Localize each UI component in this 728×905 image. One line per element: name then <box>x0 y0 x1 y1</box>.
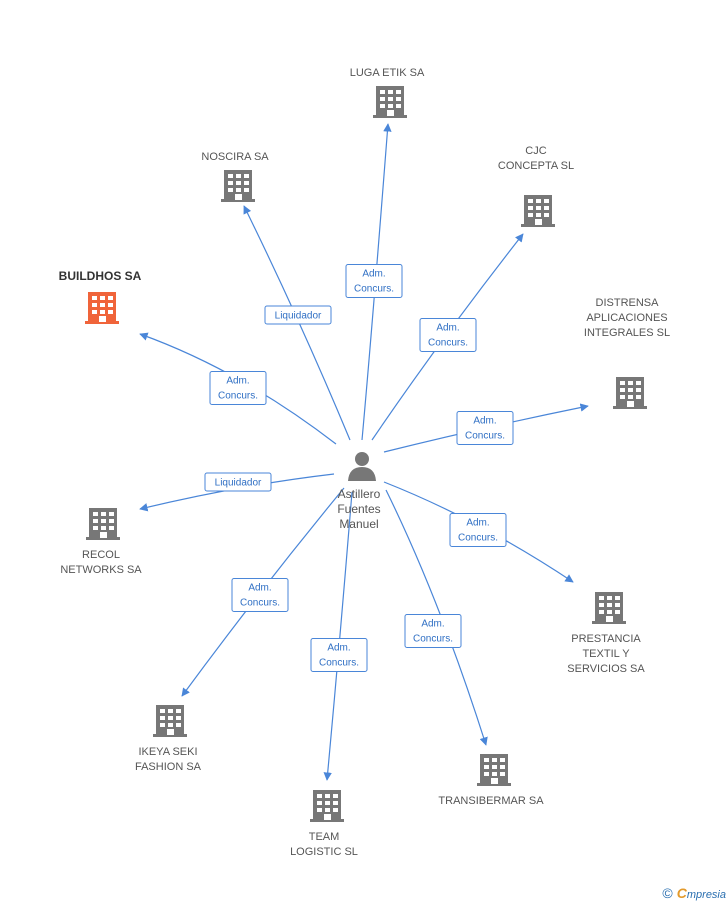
role-badge-prestancia[interactable]: Adm. Concurs. <box>449 513 507 547</box>
role-badge-box <box>345 264 403 298</box>
role-badge-box <box>209 371 267 405</box>
role-badge-text: Concurs. <box>413 634 453 645</box>
role-badge-luga[interactable]: Adm. Concurs. <box>345 264 403 298</box>
edge-transibermar <box>385 489 488 746</box>
role-badge-text: Liquidador <box>275 311 322 322</box>
building-icon <box>477 754 511 786</box>
company-name: RECOL <box>82 549 120 561</box>
company-name: NETWORKS SA <box>60 564 142 576</box>
company-node-ikeya[interactable]: IKEYA SEKI FASHION SA <box>135 705 202 773</box>
company-name: LUGA ETIK SA <box>350 67 425 79</box>
company-name: INTEGRALES SL <box>584 327 670 339</box>
role-badge-text: Concurs. <box>465 431 505 442</box>
company-node-transibermar[interactable]: TRANSIBERMAR SA <box>438 754 544 807</box>
building-icon <box>85 292 119 324</box>
role-badge-text: Concurs. <box>458 533 498 544</box>
building-icon <box>153 705 187 737</box>
company-node-buildhos[interactable]: BUILDHOS SA <box>59 269 142 324</box>
company-node-distrensa[interactable]: DISTRENSA APLICACIONES INTEGRALES SL <box>584 297 670 409</box>
building-icon <box>521 195 555 227</box>
company-name: SERVICIOS SA <box>567 663 645 675</box>
company-name: NOSCIRA SA <box>201 151 269 163</box>
role-badge-noscira[interactable]: Liquidador <box>264 305 332 325</box>
role-badge-box <box>419 318 477 352</box>
brand-initial: C <box>676 885 687 901</box>
company-name: DISTRENSA <box>596 297 660 309</box>
company-name: CJC <box>525 145 546 157</box>
company-name: IKEYA SEKI <box>138 746 197 758</box>
company-node-noscira[interactable]: NOSCIRA SA <box>201 151 269 202</box>
company-name: PRESTANCIA <box>571 633 641 645</box>
company-name: LOGISTIC SL <box>290 846 358 858</box>
person-icon <box>348 452 376 481</box>
company-name: APLICACIONES <box>586 312 667 324</box>
role-badge-text: Adm. <box>421 619 444 630</box>
role-badge-text: Adm. <box>248 583 271 594</box>
role-badge-box <box>231 578 289 612</box>
role-badge-box <box>204 472 272 492</box>
role-badge-recol[interactable]: Liquidador <box>204 472 272 492</box>
role-badge-text: Adm. <box>466 518 489 529</box>
role-badge-transibermar[interactable]: Adm. Concurs. <box>404 614 462 648</box>
role-badge-text: Concurs. <box>240 598 280 609</box>
company-name: BUILDHOS SA <box>59 269 142 283</box>
role-badge-text: Adm. <box>226 376 249 387</box>
edge-luga <box>361 123 392 441</box>
building-icon <box>592 592 626 624</box>
role-badge-text: Adm. <box>362 269 385 280</box>
company-name: CONCEPTA SL <box>498 160 574 172</box>
person-name: Astillero <box>338 487 381 501</box>
role-badge-box <box>404 614 462 648</box>
role-badge-text: Concurs. <box>354 284 394 295</box>
company-name: FASHION SA <box>135 761 202 773</box>
role-badge-text: Adm. <box>327 643 350 654</box>
role-badge-text: Concurs. <box>218 391 258 402</box>
role-badge-box <box>264 305 332 325</box>
role-badge-text: Liquidador <box>215 478 262 489</box>
person-name: Fuentes <box>337 502 380 516</box>
company-node-recol[interactable]: RECOL NETWORKS SA <box>60 508 142 576</box>
building-icon <box>221 170 255 202</box>
company-name: TRANSIBERMAR SA <box>438 795 544 807</box>
company-node-prestancia[interactable]: PRESTANCIA TEXTIL Y SERVICIOS SA <box>567 592 645 675</box>
building-icon <box>613 377 647 409</box>
role-badge-text: Adm. <box>436 323 459 334</box>
company-node-luga[interactable]: LUGA ETIK SA <box>350 67 425 118</box>
role-badge-ikeya[interactable]: Adm. Concurs. <box>231 578 289 612</box>
role-badge-text: Adm. <box>473 416 496 427</box>
company-node-team[interactable]: TEAM LOGISTIC SL <box>290 790 358 858</box>
role-badge-text: Concurs. <box>319 658 359 669</box>
person-name: Manuel <box>339 517 378 531</box>
role-badge-distrensa[interactable]: Adm. Concurs. <box>456 411 514 445</box>
role-badge-cjc[interactable]: Adm. Concurs. <box>419 318 477 352</box>
company-node-cjc[interactable]: CJC CONCEPTA SL <box>498 145 574 227</box>
brand-name: mpresia <box>686 889 726 901</box>
company-name: TEXTIL Y <box>582 648 630 660</box>
edge-team <box>323 491 353 781</box>
role-badge-team[interactable]: Adm. Concurs. <box>310 638 368 672</box>
role-badge-box <box>449 513 507 547</box>
footer-brand: ©Cmpresia <box>662 885 726 901</box>
role-badge-text: Concurs. <box>428 338 468 349</box>
building-icon <box>310 790 344 822</box>
role-badge-buildhos[interactable]: Adm. Concurs. <box>209 371 267 405</box>
building-icon <box>373 86 407 118</box>
company-name: TEAM <box>309 831 340 843</box>
copyright-symbol: © <box>662 885 673 901</box>
building-icon <box>86 508 120 540</box>
role-badge-box <box>310 638 368 672</box>
role-badge-box <box>456 411 514 445</box>
